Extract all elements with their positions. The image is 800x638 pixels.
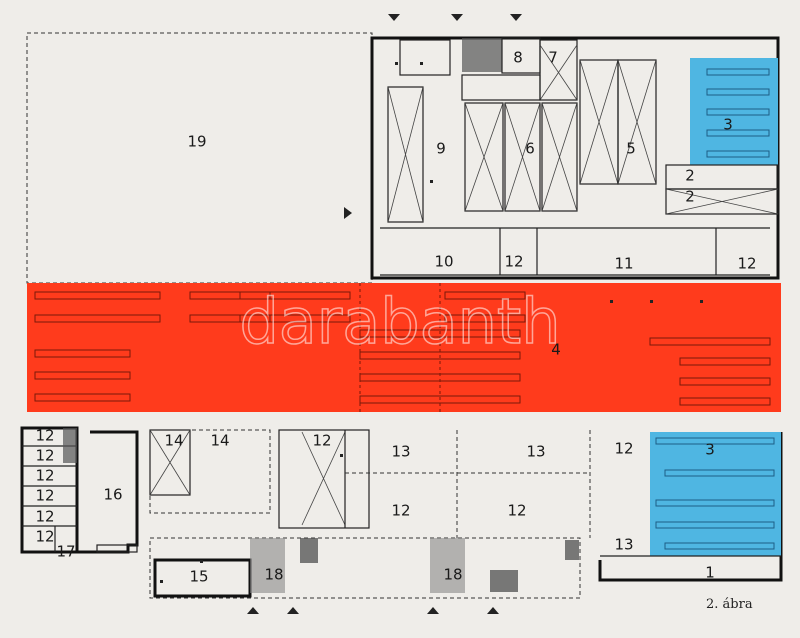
arrow-entrance-icon (388, 14, 400, 21)
columns (160, 62, 703, 583)
zone-4-red (27, 283, 781, 412)
room-label: 13 (614, 536, 633, 554)
arrow-entrance-icon (427, 607, 439, 614)
room-label: 2 (685, 188, 695, 206)
arrow-entrance-icon (287, 607, 299, 614)
room-label: 19 (187, 133, 206, 151)
entrance-arrows (247, 14, 522, 614)
room-label: 12 (737, 255, 756, 273)
room-label: 14 (210, 432, 229, 450)
arrow-entrance-icon (451, 14, 463, 21)
watermark: darabanth (239, 285, 560, 358)
room-label: 13 (391, 443, 410, 461)
room-label: 16 (103, 486, 122, 504)
arrow-entrance-icon (247, 607, 259, 614)
room-labels: 19 9 6 5 7 8 3 2 2 10 12 11 12 4 12 12 1… (35, 49, 756, 586)
room-label: 12 (391, 502, 410, 520)
arrow-entrance-icon (487, 607, 499, 614)
room-label: 12 (35, 427, 54, 445)
room-label: 17 (56, 543, 75, 561)
room-label: 4 (551, 341, 561, 359)
room-label: 3 (705, 441, 715, 459)
zone-3-bottom-blue (650, 432, 781, 556)
upper-building (370, 36, 780, 280)
room-label: 6 (525, 140, 535, 158)
room-label: 11 (614, 255, 633, 273)
room-label: 18 (443, 566, 462, 584)
room-label: 12 (507, 502, 526, 520)
room-label: 5 (626, 140, 636, 158)
arrow-entrance-icon (344, 207, 352, 219)
figure-caption: 2. ábra (706, 597, 753, 612)
room-label: 12 (35, 447, 54, 465)
room-label: 15 (189, 568, 208, 586)
arrow-entrance-icon (510, 14, 522, 21)
room-label: 12 (614, 440, 633, 458)
room-label: 12 (35, 508, 54, 526)
lower-building (20, 426, 783, 599)
room-label: 8 (513, 49, 523, 67)
room-label: 13 (526, 443, 545, 461)
zone-4-equipment (34, 283, 771, 412)
room-label: 10 (434, 253, 453, 271)
room-label: 14 (164, 432, 183, 450)
room-label: 12 (35, 467, 54, 485)
room-label: 1 (705, 564, 715, 582)
room-label: 3 (723, 116, 733, 134)
room-label: 7 (548, 49, 558, 67)
room-label: 18 (264, 566, 283, 584)
zone-3-top-blue (690, 58, 778, 165)
room-label: 2 (685, 167, 695, 185)
room-label: 9 (436, 140, 446, 158)
room-label: 12 (312, 432, 331, 450)
room-label: 12 (504, 253, 523, 271)
room-label: 12 (35, 528, 54, 546)
room-label: 12 (35, 487, 54, 505)
zone-19-outline (26, 32, 373, 284)
